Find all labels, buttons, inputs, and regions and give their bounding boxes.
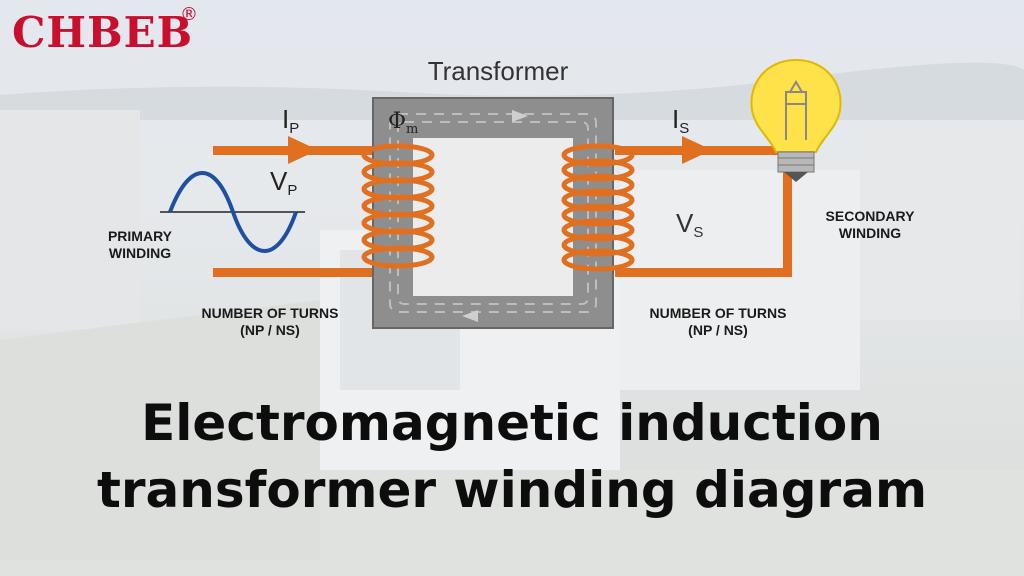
- secondary-current-label: IS: [672, 104, 689, 137]
- flux-symbol: Φm: [388, 109, 418, 137]
- registered-mark: ®: [180, 4, 198, 25]
- secondary-wires: [615, 146, 795, 277]
- ac-sine-wave-icon: [160, 171, 305, 253]
- secondary-current-arrow-icon: [682, 136, 712, 164]
- turns-label-right: NUMBER OF TURNS(NP / NS): [649, 305, 787, 338]
- primary-coil: [361, 143, 435, 269]
- primary-voltage-label: VP: [270, 166, 297, 199]
- brand-logo: CHBEB: [12, 8, 194, 57]
- headline-line-1: Electromagnetic induction: [141, 394, 883, 452]
- headline-line-2: transformer winding diagram: [96, 461, 928, 519]
- turns-label-left: NUMBER OF TURNS(NP / NS): [201, 305, 339, 338]
- diagram-title: Transformer: [428, 56, 569, 86]
- secondary-voltage-label: VS: [676, 208, 703, 241]
- primary-current-label: IP: [282, 104, 299, 137]
- light-bulb-icon: [750, 58, 842, 182]
- secondary-coil: [561, 143, 635, 272]
- primary-current-arrow-icon: [288, 136, 318, 164]
